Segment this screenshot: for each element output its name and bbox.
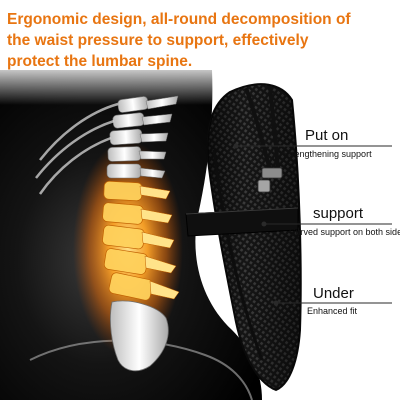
- callout-title: support: [313, 205, 364, 222]
- spine: [35, 95, 180, 372]
- callout-title: Put on: [305, 127, 349, 144]
- callout-subtitle: Enhanced fit: [307, 306, 358, 316]
- mesh-back-support: [185, 83, 302, 392]
- callout-subtitle: Curved support on both side: [289, 227, 400, 237]
- headline-line-2: the waist pressure to support, effective…: [7, 32, 309, 49]
- hip-outline: [29, 339, 253, 400]
- callout-connectors: [233, 143, 392, 306]
- top-fade: [0, 60, 400, 105]
- callout-subtitle: Strengthening support: [283, 149, 372, 159]
- headline-line-3: protect the lumbar spine.: [7, 53, 193, 70]
- headline: Ergonomic design, all-round decompositio…: [7, 9, 392, 72]
- headline-line-1: Ergonomic design, all-round decompositio…: [7, 11, 351, 28]
- callout-title: Under: [313, 285, 354, 302]
